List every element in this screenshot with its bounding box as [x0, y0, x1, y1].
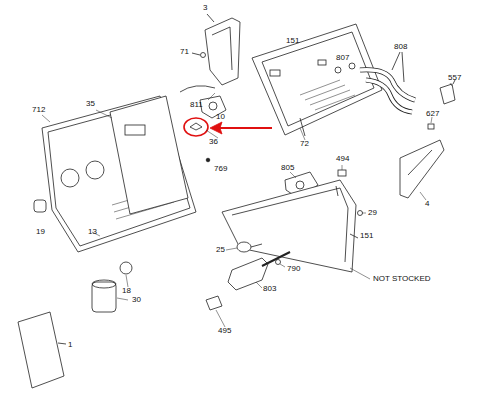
callout-number: 151: [286, 37, 299, 45]
callout-number: 4: [425, 200, 429, 208]
callout-number: 811: [190, 101, 203, 109]
callout-number: 494: [336, 155, 349, 163]
callout-number: 36: [209, 138, 218, 146]
callout-number: 29: [368, 209, 377, 217]
callout-number: 808: [394, 43, 407, 51]
callout-number: 25: [216, 246, 225, 254]
callout-number: 495: [218, 327, 231, 335]
callout-number: 35: [86, 100, 95, 108]
callout-number: 151: [360, 232, 373, 240]
callout-number: 30: [132, 296, 141, 304]
callout-number: 557: [448, 74, 461, 82]
callout-number: 10: [216, 113, 225, 121]
callout-number: 71: [180, 48, 189, 56]
callout-number: 790: [287, 265, 300, 273]
callout-number: 72: [300, 140, 309, 148]
callout-number: 627: [426, 110, 439, 118]
callout-number: 18: [122, 287, 131, 295]
callout-number: 805: [281, 164, 294, 172]
callout-number: 13: [88, 228, 97, 236]
callout-number: 3: [203, 4, 207, 12]
callout-number: 712: [32, 106, 45, 114]
callout-number: 803: [263, 285, 276, 293]
callout-number: 769: [214, 165, 227, 173]
callout-number: 19: [36, 228, 45, 236]
callout-number: 1: [68, 341, 72, 349]
callout-number: 807: [336, 54, 349, 62]
callout-number: NOT STOCKED: [373, 275, 431, 283]
